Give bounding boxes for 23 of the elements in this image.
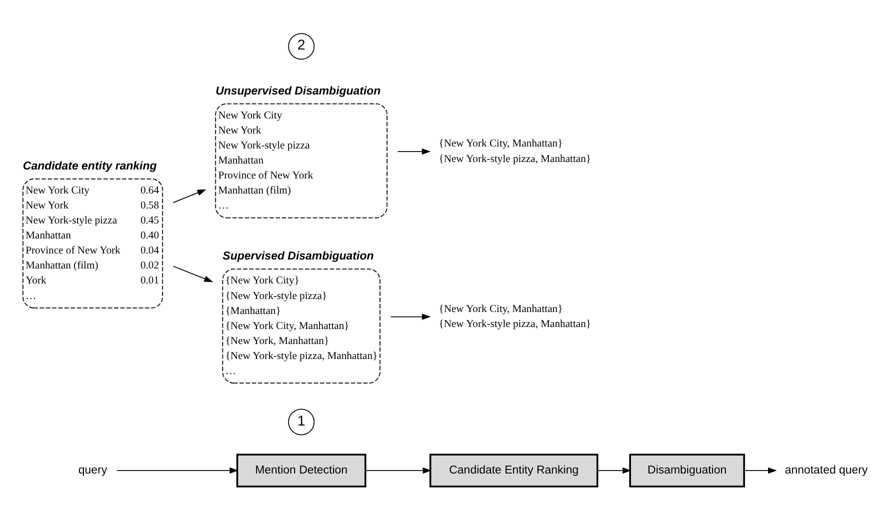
node-text: {New York City, Manhattan} {New York-style pizza, Manhattan} xyxy=(438,304,592,330)
arrow xyxy=(365,467,432,474)
node-label: Unsupervised Disambiguation xyxy=(216,85,381,98)
node-circle: 2 xyxy=(288,33,315,60)
node-box: New York City 0.64 New York 0.58 New York-style pizza 0.45 Manhattan 0.40 Province of New York 0.04 Manhattan (film) 0.02 York 0.01 … xyxy=(22,178,164,308)
node-box: New York City New York New York-style pizza Manhattan Province of New York Manhattan (film) … xyxy=(215,103,388,218)
node-box: Candidate Entity Ranking xyxy=(429,454,598,488)
node-text: query xyxy=(78,464,108,477)
arrow xyxy=(744,467,777,474)
arrow xyxy=(390,314,431,320)
node-label: Candidate entity ranking xyxy=(22,160,157,173)
node-box: Disambiguation xyxy=(629,454,745,488)
arrow xyxy=(397,148,431,155)
node-label: Supervised Disambiguation xyxy=(222,250,374,263)
node-box: Mention Detection xyxy=(236,454,366,488)
node-text: annotated query xyxy=(784,464,868,477)
arrow xyxy=(172,266,214,282)
node-box: {New York City} {New York-style pizza} {Manhattan} {New York City, Manhattan} {New York, Manhattan} {New York-style pizza, Manhattan} … xyxy=(222,268,380,384)
node-circle: 1 xyxy=(288,408,315,436)
arrow xyxy=(116,467,238,474)
arrow xyxy=(172,189,206,204)
node-text: {New York City, Manhattan} {New York-style pizza, Manhattan} xyxy=(438,138,592,165)
arrow xyxy=(597,467,632,474)
